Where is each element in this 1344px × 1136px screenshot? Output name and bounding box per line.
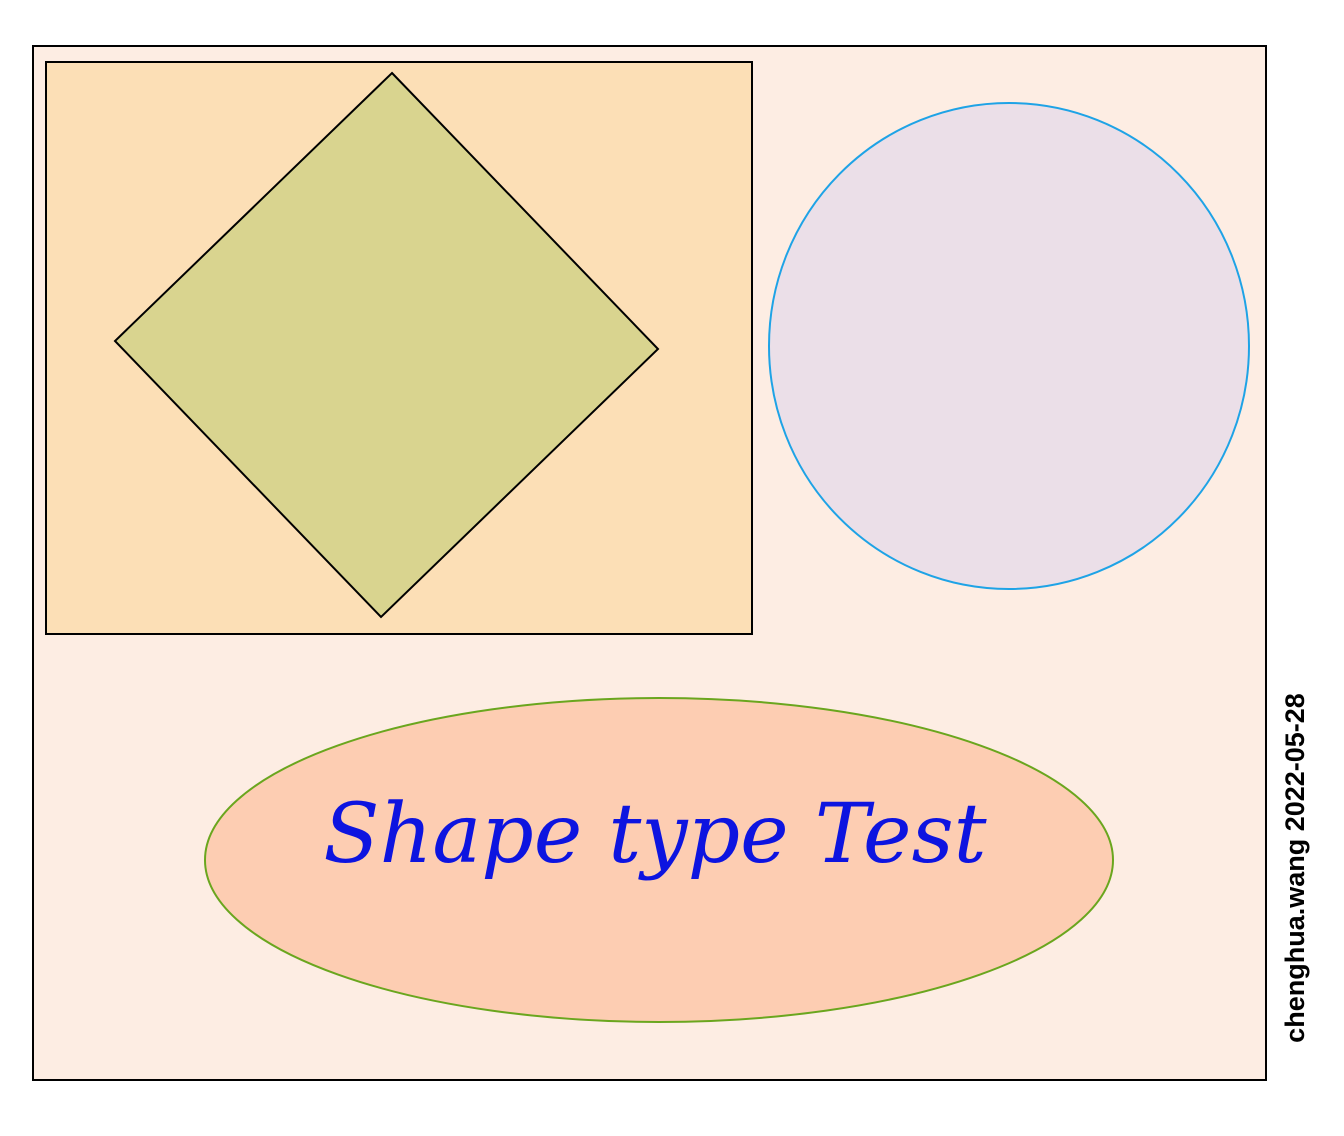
ellipse-shape (204, 697, 1114, 1023)
diamond-shape (113, 71, 660, 619)
ellipse-label: Shape type Test (323, 787, 987, 882)
author-date-label: chenghua.wang 2022-05-28 (1280, 693, 1310, 1043)
circle-shape (768, 102, 1250, 590)
